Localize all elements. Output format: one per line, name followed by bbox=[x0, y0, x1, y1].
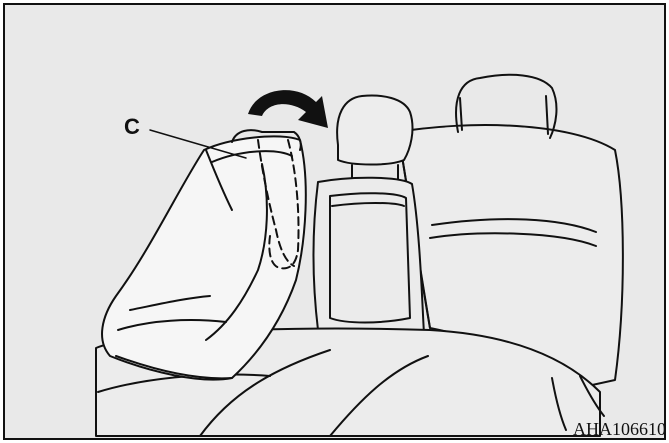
figure-code: AHA106610 bbox=[573, 419, 666, 440]
callout-label-c: C bbox=[124, 114, 140, 140]
center-headrest bbox=[337, 96, 412, 165]
